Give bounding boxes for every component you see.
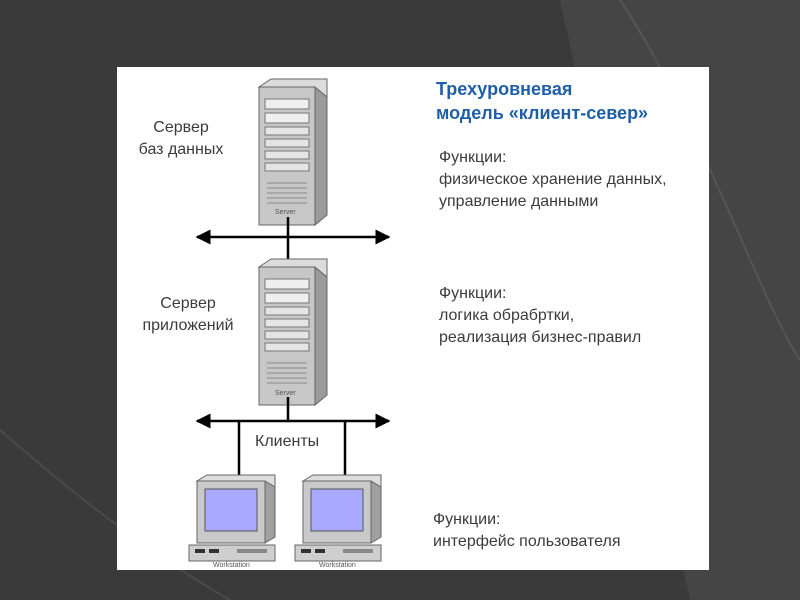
client-functions: Функции: интерфейс пользователя	[433, 511, 621, 550]
diagram-title: Трехуровневая модель «клиент-север»	[436, 77, 704, 125]
app-server-caption: Server	[275, 390, 296, 397]
title-line-1: Трехуровневая	[436, 79, 573, 99]
db-server-label: Сервер баз данных	[138, 119, 224, 158]
app-server-label: Сервер приложений	[142, 295, 234, 334]
workstation-icon-left: Workstation	[188, 474, 276, 569]
three-tier-diagram: Server Server Workstation Workstation	[188, 78, 391, 569]
db-functions: Функции: физическое хранение данных, упр…	[439, 149, 667, 210]
clients-label: Клиенты	[255, 433, 320, 450]
workstation-caption-right: Workstation	[319, 562, 356, 569]
app-functions: Функции: логика обрабртки, реализация би…	[439, 285, 642, 346]
db-server-caption: Server	[275, 209, 296, 216]
title-line-2: модель «клиент-север»	[436, 103, 649, 123]
app-server-icon: Server	[258, 258, 328, 406]
db-server-icon: Server	[258, 78, 328, 226]
diagram-panel: Server Server Workstation Workstation Тр…	[117, 67, 709, 570]
workstation-icon-right: Workstation	[294, 474, 382, 569]
workstation-caption-left: Workstation	[213, 562, 250, 569]
